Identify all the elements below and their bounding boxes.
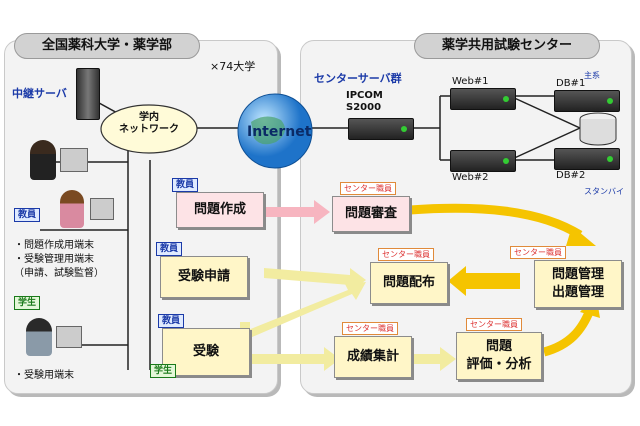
box-problem-evaluation: 問題 評価・分析: [456, 332, 542, 380]
web1-label: Web#1: [452, 76, 489, 87]
ipcom-label: IPCOM S2000: [346, 90, 383, 113]
box-problem-management: 問題管理 出題管理: [534, 260, 622, 308]
box-problem-distribution: 問題配布: [370, 262, 448, 304]
faculty-pc-icon: [60, 148, 88, 172]
student-pc-icon: [56, 326, 82, 348]
campus-network-cloud-icon: [100, 104, 198, 154]
db2-server-icon: [554, 148, 620, 170]
faculty-left-tag: 教員: [14, 208, 41, 222]
campus-network-label: 学内 ネットワーク: [119, 112, 179, 135]
tag-staff-management: センター職員: [510, 246, 566, 259]
db1-server-icon: [554, 90, 620, 112]
tag-staff-review: センター職員: [340, 182, 396, 195]
faculty-terminal-1: ・問題作成用端末: [14, 240, 94, 251]
internet-globe-icon: [237, 93, 313, 169]
standby-label: スタンバイ: [584, 187, 624, 196]
box-exam-application: 受験申請: [160, 256, 248, 298]
web1-server-icon: [450, 88, 516, 110]
tag-staff-tally: センター職員: [342, 322, 398, 335]
box-exam-taking: 受験: [162, 328, 250, 376]
relay-server-tower: [76, 68, 100, 120]
tag-faculty-application: 教員: [156, 242, 183, 256]
internet-label: Internet: [247, 124, 312, 140]
faculty-person-icon-2: [60, 190, 84, 228]
web2-label: Web#2: [452, 172, 489, 183]
db1-label: DB#1: [556, 78, 586, 89]
faculty-terminal-2: ・受験管理用端末: [14, 254, 94, 265]
tag-faculty-creation: 教員: [172, 178, 199, 192]
student-terminal: ・受験用端末: [14, 370, 74, 381]
student-person-icon: [26, 318, 52, 356]
box-grade-tally: 成績集計: [334, 336, 412, 378]
center-header: 薬学共用試験センター: [414, 33, 600, 59]
count-74-label: ×74大学: [210, 60, 256, 73]
tag-student-exam: 学生: [150, 364, 177, 378]
box-problem-creation: 問題作成: [176, 192, 264, 228]
web2-server-icon: [450, 150, 516, 172]
storage-disk-icon: [579, 112, 617, 146]
faculty-person-icon-1: [30, 140, 56, 180]
db2-label: DB#2: [556, 170, 586, 181]
primary-label: 主系: [584, 71, 600, 80]
student-left-tag: 学生: [14, 296, 41, 310]
ipcom-server-icon: [348, 118, 414, 140]
tag-faculty-exam: 教員: [158, 314, 185, 328]
faculty-terminal-3: （申請、試験監督）: [14, 268, 104, 279]
box-problem-review: 問題審査: [332, 196, 410, 232]
tag-staff-evaluation: センター職員: [466, 318, 522, 331]
relay-server-label: 中継サーバ: [12, 87, 67, 100]
tag-staff-distribution: センター職員: [378, 248, 434, 261]
faculty-pc-icon-2: [90, 198, 114, 220]
university-header: 全国薬科大学・薬学部: [14, 33, 200, 59]
center-server-group-label: センターサーバ群: [314, 72, 402, 85]
